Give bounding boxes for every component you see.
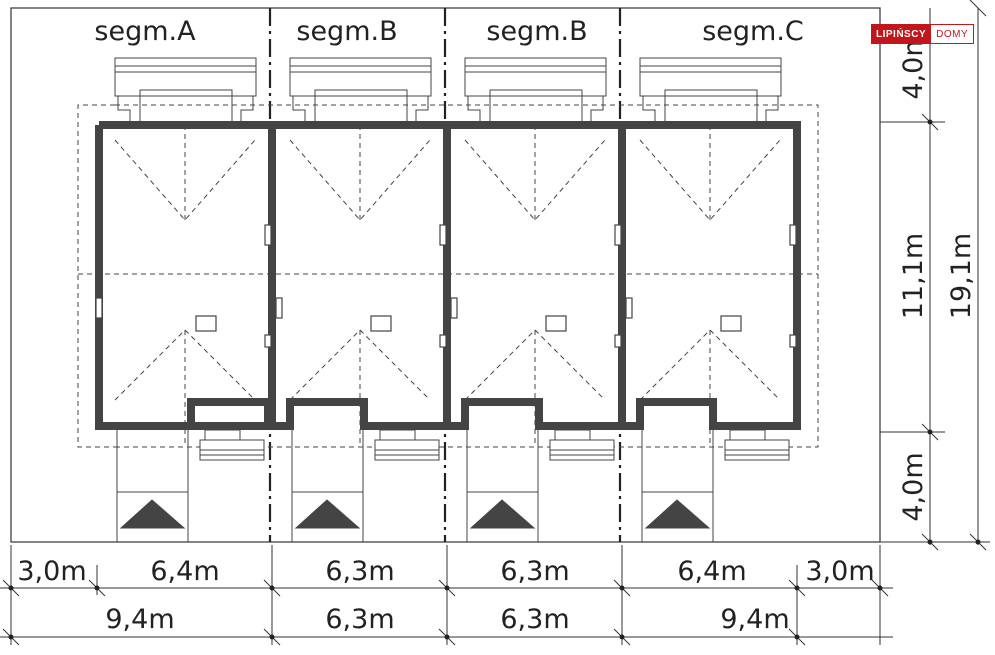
dim-bottom-4: 6,3m <box>500 556 569 587</box>
terrace-3 <box>464 57 607 97</box>
terrace-door-2 <box>314 89 408 122</box>
dim-right-bottom: 4,0m <box>898 452 929 521</box>
dim-right-total: 19,1m <box>946 233 977 319</box>
logo-part-1: LIPIŃSCY <box>871 24 932 44</box>
terrace-door-1 <box>139 89 233 122</box>
entrance-arrow-1 <box>119 499 186 529</box>
terrace-door-4 <box>664 89 758 122</box>
chimney-3 <box>545 315 567 332</box>
dim-bottom-total-1: 9,4m <box>105 604 174 635</box>
terrace-4 <box>639 57 782 97</box>
chimney-1 <box>195 315 217 332</box>
dim-bottom-6: 3,0m <box>805 556 874 587</box>
logo-part-2: DOMY <box>931 24 975 44</box>
dim-bottom-total-4: 9,4m <box>720 604 789 635</box>
segment-separators <box>268 8 622 542</box>
terrace-post-left-3 <box>467 96 481 122</box>
terrace-post-left-4 <box>642 96 656 122</box>
terrace-2 <box>289 57 432 97</box>
dim-bottom-total-2: 6,3m <box>325 604 394 635</box>
dim-right-middle: 11,1m <box>898 233 929 319</box>
terrace-1 <box>114 57 257 97</box>
terrace-post-left-1 <box>117 96 131 122</box>
terrace-post-right-3 <box>590 96 604 122</box>
segment-label-c: segm.C <box>702 16 804 47</box>
dim-bottom-1: 3,0m <box>17 556 86 587</box>
entrance-porch-3 <box>554 429 591 440</box>
entrance-porch-2 <box>379 429 416 440</box>
segment-label-b1: segm.B <box>296 16 397 47</box>
roof-hip-bottom-3 <box>464 329 606 401</box>
dim-bottom-3: 6,3m <box>325 556 394 587</box>
roof-hip-bottom-2 <box>289 329 431 401</box>
dim-bottom-total-3: 6,3m <box>500 604 569 635</box>
entrance-arrow-4 <box>644 499 711 529</box>
terrace-post-right-1 <box>240 96 254 122</box>
terrace-post-left-2 <box>292 96 306 122</box>
outer-walls <box>95 121 801 430</box>
terrace-post-right-2 <box>415 96 429 122</box>
terrace-door-3 <box>489 89 583 122</box>
right-dimension-lines <box>880 0 990 551</box>
roof-hip-bottom-4 <box>639 329 781 401</box>
chimney-2 <box>370 315 392 332</box>
segment-label-b2: segm.B <box>486 16 587 47</box>
segment-label-a: segm.A <box>94 16 196 47</box>
terrace-post-right-4 <box>765 96 779 122</box>
entrance-porch-1 <box>204 429 241 440</box>
party-walls <box>268 125 626 426</box>
chimney-4 <box>720 315 742 332</box>
entrance-arrow-2 <box>294 499 361 529</box>
window-markers <box>95 224 797 348</box>
brand-logo: LIPIŃSCY DOMY <box>871 24 975 44</box>
dim-bottom-2: 6,4m <box>150 556 219 587</box>
entrance-porch-4 <box>729 429 766 440</box>
dim-bottom-5: 6,4m <box>677 556 746 587</box>
entrance-arrow-3 <box>469 499 536 529</box>
roof-hip-bottom-1 <box>114 329 256 401</box>
